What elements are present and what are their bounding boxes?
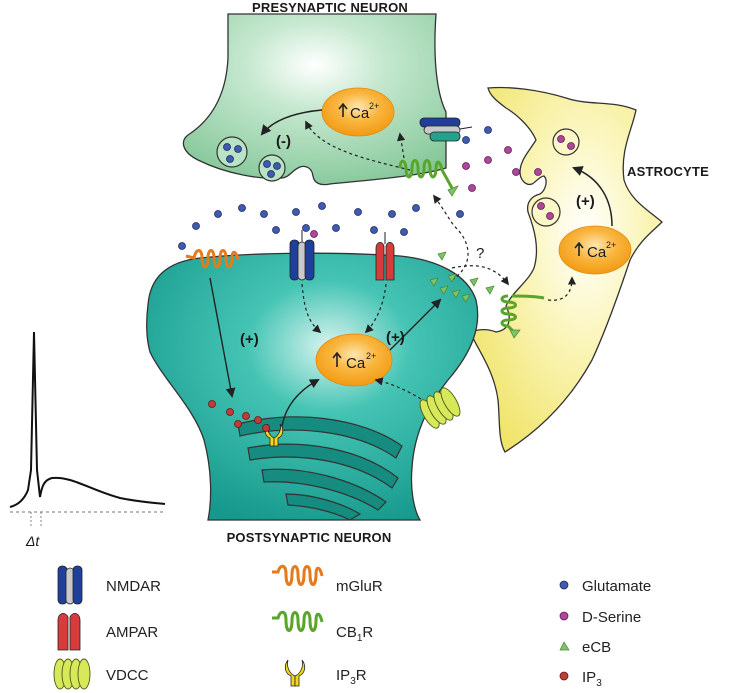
legend-glutamate-label: Glutamate [582, 578, 651, 595]
ecb-to-astro-arrow [451, 265, 510, 286]
post-ampar-receptor [375, 232, 395, 281]
legend-ip3r-main: IP [336, 667, 350, 684]
astrocyte-title: ASTROCYTE [627, 164, 709, 179]
astro-ca-label: Ca [587, 244, 607, 261]
legend-ecb-label: eCB [582, 639, 611, 656]
post-vdcc-channel [419, 387, 461, 429]
legend-ip3r-sub: 3 [350, 676, 356, 687]
postsynaptic-title: POSTSYNAPTIC NEURON [227, 530, 392, 545]
legend-ip3r-suffix: R [356, 667, 367, 684]
legend-nmdar-icon [57, 565, 83, 605]
legend-cb1r-main: CB [336, 624, 357, 641]
pre-cb1r-receptor [398, 159, 454, 189]
legend-mglur-label: mGluR [336, 578, 383, 595]
ip3r-to-ca-arrow [281, 379, 320, 427]
legend-vdcc-label: VDCC [106, 667, 149, 684]
legend-dserine-label: D-Serine [582, 609, 641, 626]
legend-ip3r-label: IP3R [336, 667, 367, 687]
post-ca-label: Ca [346, 355, 366, 372]
plus-mglur-label: (+) [240, 331, 259, 348]
astro-vesicle [552, 128, 580, 156]
glutamate-molecules [178, 126, 492, 250]
mglur-arrow [209, 277, 236, 398]
plus-post-label: (+) [386, 329, 405, 346]
legend-dserine-icon [559, 611, 569, 621]
astrocyte [469, 86, 663, 453]
pre-nmdar-receptor [419, 117, 473, 142]
ampar-to-ca-arrow [364, 283, 387, 334]
astrocyte-calcium: Ca 2+ [558, 225, 632, 275]
astro-vesicle [531, 197, 561, 227]
legend-ip3-sub: 3 [596, 678, 602, 689]
post-nmdar-receptor [289, 230, 315, 281]
legend-mglur-icon [272, 564, 324, 586]
legend-ip3-label: IP3 [582, 669, 602, 689]
question-label: ? [476, 245, 484, 262]
action-potential-trace: Δt [9, 331, 166, 549]
endoplasmic-reticulum [237, 416, 403, 521]
post-mglur-receptor [185, 249, 240, 269]
ip3-molecules [208, 400, 270, 432]
presynaptic-title: PRESYNAPTIC NEURON [252, 0, 408, 15]
legend-ip3-icon [559, 671, 569, 681]
ecb-molecules [429, 251, 495, 303]
pre-ca-charge: 2+ [369, 101, 379, 111]
presynaptic-neuron [182, 13, 447, 186]
legend-cb1r-suffix: R [362, 624, 373, 641]
ecb-triangle [447, 185, 459, 197]
delta-t-label: Δt [25, 533, 40, 549]
legend-ampar-label: AMPAR [106, 624, 158, 641]
legend-ecb-icon [559, 641, 570, 651]
legend-ampar-icon [57, 613, 81, 651]
vdcc-to-ca-arrow [374, 377, 427, 403]
pre-vesicle [216, 136, 248, 168]
pre-ca-label: Ca [350, 105, 370, 122]
pre-inhibit-arrow [260, 109, 323, 136]
dserine-molecules [310, 146, 542, 238]
astro-cb1r-receptor [500, 294, 545, 334]
legend-glutamate-icon [559, 580, 569, 590]
ca-to-ecb-arrow [389, 298, 442, 351]
legend-cb1r-icon [272, 610, 324, 632]
astro-cb1r-to-ca-arrow [547, 276, 577, 301]
legend-cb1r-sub: 1 [357, 633, 363, 644]
astro-release-arrow [572, 166, 613, 227]
minus-label: (-) [276, 133, 291, 150]
legend-ip3-main: IP [582, 669, 596, 686]
astro-ca-charge: 2+ [606, 240, 616, 250]
legend-ip3r-icon [284, 659, 306, 687]
cb1r-to-pre-ca-arrow [305, 120, 411, 171]
postsynaptic-calcium: Ca 2+ [315, 333, 393, 387]
nmdar-to-ca-arrow [301, 283, 322, 334]
legend-vdcc-icon [53, 658, 91, 690]
legend-nmdar-label: NMDAR [106, 578, 161, 595]
ecb-to-pre-arrow [432, 194, 469, 281]
ecb-triangle [509, 329, 521, 339]
presynaptic-calcium: Ca 2+ [321, 87, 395, 137]
post-ca-charge: 2+ [366, 351, 376, 361]
legend-cb1r-label: CB1R [336, 624, 373, 644]
pre-vesicle [258, 154, 286, 182]
plus-astro-label: (+) [576, 193, 595, 210]
nmdar-to-pre-ca-arrow [396, 132, 406, 159]
